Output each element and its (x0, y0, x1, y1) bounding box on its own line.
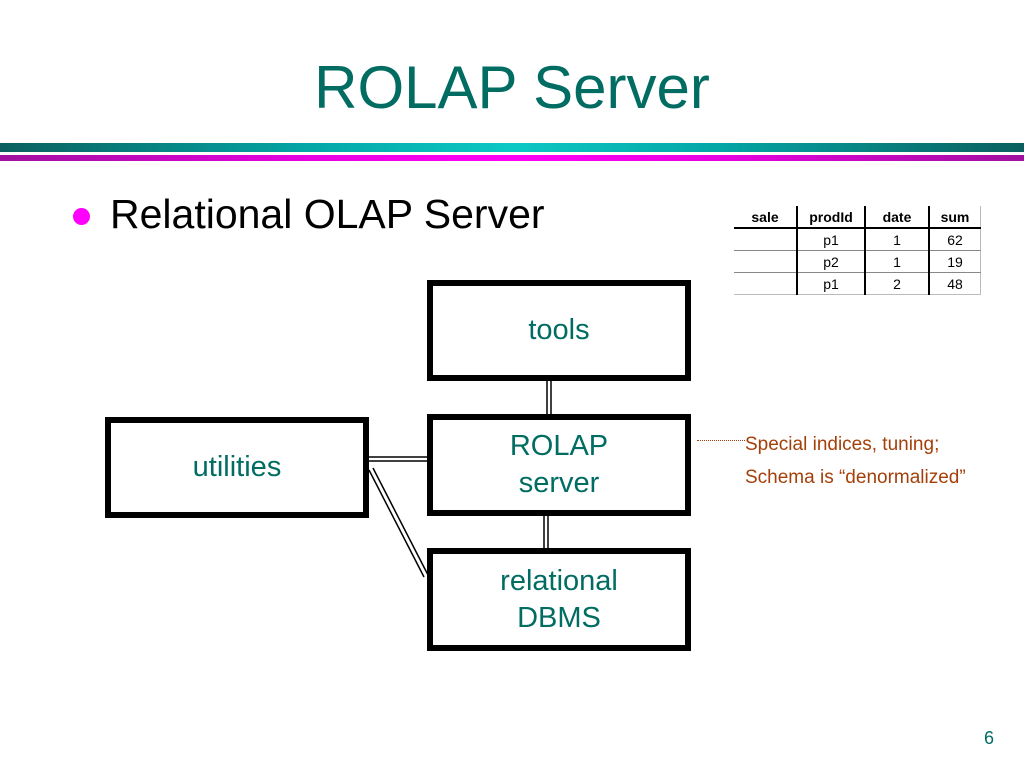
column-header: sale (734, 206, 798, 229)
node-label: ROLAP (509, 430, 609, 462)
title-rule-teal (0, 143, 1024, 152)
bullet-text: Relational OLAP Server (110, 191, 545, 237)
table-cell: 2 (864, 272, 930, 295)
bullet-dot-icon (73, 208, 90, 225)
table-cell: 48 (928, 272, 981, 295)
table-row: p2 1 19 (734, 250, 981, 273)
annotation-leader-line (697, 440, 745, 441)
edge-utilities-rolap (369, 456, 427, 462)
slide-title: ROLAP Server (314, 54, 710, 121)
table-row: p1 1 62 (734, 227, 981, 251)
table-row: p1 2 48 (734, 272, 981, 295)
node-utilities: utilities (105, 417, 369, 518)
edge-rolap-dbms (543, 516, 549, 548)
table-cell (734, 227, 798, 251)
title-rule-magenta (0, 155, 1024, 161)
table-cell (734, 250, 798, 273)
node-label: utilities (192, 451, 282, 483)
table-cell: 1 (864, 250, 930, 273)
node-label: DBMS (517, 601, 601, 634)
column-header: date (864, 206, 930, 229)
table-cell: 19 (928, 250, 981, 273)
node-tools: tools (427, 280, 691, 381)
table-cell: p1 (796, 272, 866, 295)
fact-table: sale prodId date sum p1 1 62 p2 1 19 p1 … (734, 206, 981, 295)
table-cell: 1 (864, 227, 930, 251)
annotation-note: Special indices, tuning; Schema is “deno… (745, 428, 966, 494)
table-cell: p1 (796, 227, 866, 251)
column-header: prodId (796, 206, 866, 229)
edge-tools-rolap (546, 381, 552, 414)
node-label: server (518, 467, 600, 499)
node-relational-dbms: relational DBMS (427, 548, 691, 651)
table-header-row: sale prodId date sum (734, 206, 981, 229)
table-cell: 62 (928, 227, 981, 251)
annotation-line: Schema is “denormalized” (745, 467, 966, 488)
table-cell (734, 272, 798, 295)
table-cell: p2 (796, 250, 866, 273)
edge-utilities-dbms (368, 467, 429, 578)
column-header: sum (928, 206, 981, 229)
node-label: relational (500, 564, 618, 597)
page-number: 6 (984, 728, 995, 748)
annotation-line: Special indices, tuning; (745, 434, 940, 455)
node-rolap-server: ROLAP server (427, 414, 691, 516)
node-label: tools (528, 314, 590, 346)
